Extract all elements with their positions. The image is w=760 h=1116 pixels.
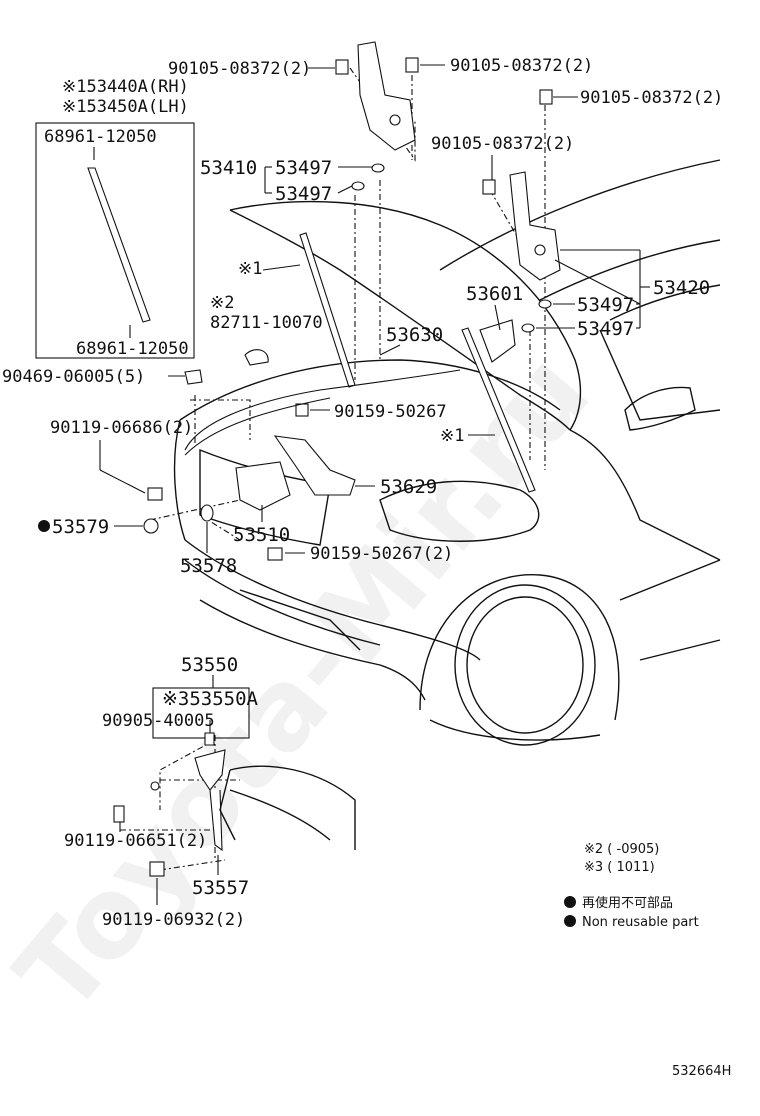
label-strut-lh: ※153450A(LH) bbox=[62, 97, 189, 117]
legend-jp: 再使用不可部品 bbox=[582, 895, 673, 911]
lever-assembly bbox=[150, 732, 226, 852]
bushings bbox=[351, 163, 552, 333]
bolts bbox=[113, 57, 553, 877]
guide bbox=[273, 435, 356, 496]
strut-box bbox=[35, 122, 195, 359]
legend: ※2 ( -0905) ※3 ( 1011) 再使用不可部品 Non reusa… bbox=[564, 842, 731, 1079]
support-rod bbox=[479, 319, 516, 363]
label-strut-rh: ※153440A(RH) bbox=[62, 77, 189, 97]
cushion-cover bbox=[143, 349, 269, 534]
legend-marker-en bbox=[564, 915, 576, 927]
note-2: ※2 ( -0905) bbox=[584, 842, 659, 857]
note-3: ※3 ( 1011) bbox=[584, 860, 655, 875]
label-screw-cable: 90159-50267 bbox=[334, 402, 447, 422]
label-bolt-lever-2: 90119-06932(2) bbox=[102, 910, 245, 930]
label-ball-top: 68961-12050 bbox=[44, 127, 157, 147]
label-ball-bottom: 68961-12050 bbox=[76, 339, 189, 359]
label-clip: 82711-10070 bbox=[210, 313, 323, 333]
gas-struts bbox=[87, 167, 536, 493]
latch bbox=[235, 461, 291, 511]
label-lever-sub: ※353550A bbox=[162, 688, 259, 710]
label-cushion: 53579 bbox=[52, 516, 109, 538]
label-guide: 53629 bbox=[380, 476, 437, 498]
label-bolt-top-mid: 90105-08372(2) bbox=[450, 56, 593, 76]
hinge-rh bbox=[509, 171, 561, 281]
hinge-lh bbox=[357, 41, 416, 151]
legend-en: Non reusable part bbox=[582, 915, 699, 930]
label-note-strut-1: ※1 bbox=[238, 259, 262, 279]
label-bolt-lever-1: 90119-06651(2) bbox=[64, 831, 207, 851]
lever-box bbox=[152, 687, 250, 739]
vehicle-outline bbox=[173, 159, 721, 746]
label-support: 53601 bbox=[466, 283, 523, 305]
label-hinge-rh: 53420 bbox=[653, 277, 710, 299]
label-hinge-lh: 53410 bbox=[200, 157, 257, 179]
label-note-strut-2: ※1 bbox=[440, 426, 464, 446]
figure-id: 532664H bbox=[672, 1064, 731, 1079]
non-reusable-marker bbox=[38, 520, 50, 532]
frame-member bbox=[219, 765, 356, 850]
label-cover: 53578 bbox=[180, 555, 237, 577]
label-bracket: 53557 bbox=[192, 877, 249, 899]
label-bolt-top-left: 90105-08372(2) bbox=[168, 59, 311, 79]
label-lever-assy: 53550 bbox=[181, 654, 238, 676]
label-bushing-3: 53497 bbox=[577, 294, 634, 316]
legend-marker-jp bbox=[564, 896, 576, 908]
label-clip-note: ※2 bbox=[210, 293, 234, 313]
label-clamp: 90469-06005(5) bbox=[2, 367, 145, 387]
label-bushing-2: 53497 bbox=[275, 183, 332, 205]
release-cable bbox=[184, 369, 461, 456]
label-bolt-latch: 90119-06686(2) bbox=[50, 418, 193, 438]
label-bolt-top-right: 90105-08372(2) bbox=[580, 88, 723, 108]
label-pin: 90905-40005 bbox=[102, 711, 215, 731]
label-cable: 53630 bbox=[386, 324, 443, 346]
part-labels: 90105-08372(2) 90105-08372(2) 90105-0837… bbox=[2, 56, 723, 930]
label-latch: 53510 bbox=[233, 524, 290, 546]
label-bushing-4: 53497 bbox=[577, 318, 634, 340]
leader-lines bbox=[93, 64, 650, 905]
label-screw-latch: 90159-50267(2) bbox=[310, 544, 453, 564]
label-bolt-right-mid: 90105-08372(2) bbox=[431, 134, 574, 154]
label-bushing-1: 53497 bbox=[275, 157, 332, 179]
